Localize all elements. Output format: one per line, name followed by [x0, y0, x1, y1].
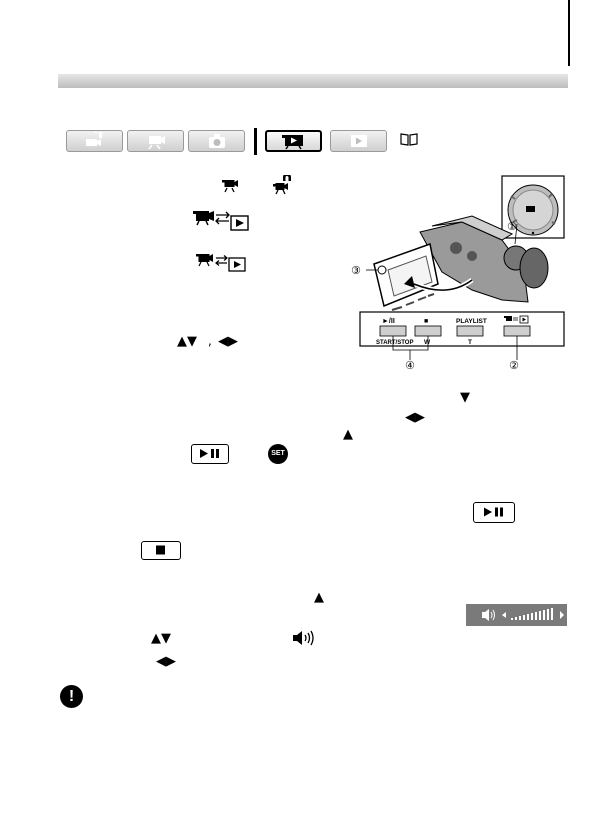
stop-button-label: ■	[424, 318, 428, 325]
play-button-label: ►/II	[382, 318, 395, 325]
callout-2: ②	[509, 359, 519, 372]
movie-playback-icon	[281, 135, 303, 150]
up-arrow-icon: ▲	[314, 590, 324, 605]
book-icon	[400, 133, 418, 146]
up-down-arrows-icon: ▲▼	[151, 631, 171, 646]
section-header-bar	[58, 74, 568, 88]
wide-label: W	[424, 339, 431, 346]
left-right-arrows-icon: ◀▶	[218, 334, 238, 349]
photo-camera-icon	[208, 134, 225, 148]
movie-camera-icon	[222, 180, 238, 193]
volume-bar-screenshot	[466, 604, 567, 626]
important-icon: !	[60, 685, 83, 708]
down-arrow-icon: ▼	[460, 390, 470, 405]
play-pause-button-icon	[473, 502, 515, 523]
movie-camera-icon	[147, 136, 165, 150]
set-button-icon: SET	[268, 444, 288, 464]
up-arrow-icon: ▲	[343, 427, 353, 442]
camera-play-toggle-icon	[196, 254, 246, 272]
camera-play-toggle-icon	[193, 211, 249, 231]
mode-tab-movie-record	[127, 130, 184, 152]
dual-shot-icon	[85, 132, 102, 146]
playlist-button-label: PLAYLIST	[456, 318, 487, 325]
mode-tab-photo-record	[188, 130, 245, 152]
dual-shot-icon	[273, 175, 291, 195]
tele-label: T	[468, 339, 472, 346]
callout-1: ①	[507, 220, 517, 233]
mode-tab-movie-playback	[265, 130, 322, 152]
mode-divider	[254, 128, 257, 155]
comma-separator: ,	[208, 334, 212, 348]
play-pause-button-icon	[191, 444, 229, 464]
up-down-arrows-icon: ▲▼	[177, 334, 197, 349]
volume-icon	[293, 630, 314, 646]
photo-playback-icon	[350, 135, 367, 147]
margin-rule	[568, 0, 570, 66]
mode-tab-dual-shot	[66, 130, 123, 152]
stop-button-icon	[141, 541, 181, 560]
camera-play-toggle-icon	[504, 315, 529, 324]
callout-4: ④	[405, 359, 415, 372]
left-right-arrows-icon: ◀▶	[156, 654, 176, 669]
mode-tab-photo-playback	[330, 130, 387, 152]
callout-3: ③	[351, 264, 361, 277]
start-stop-label: START/STOP	[376, 340, 413, 346]
left-right-arrows-icon: ◀▶	[405, 410, 425, 425]
camcorder-diagram: ►/II ■ PLAYLIST START/STOP T W	[359, 175, 565, 360]
